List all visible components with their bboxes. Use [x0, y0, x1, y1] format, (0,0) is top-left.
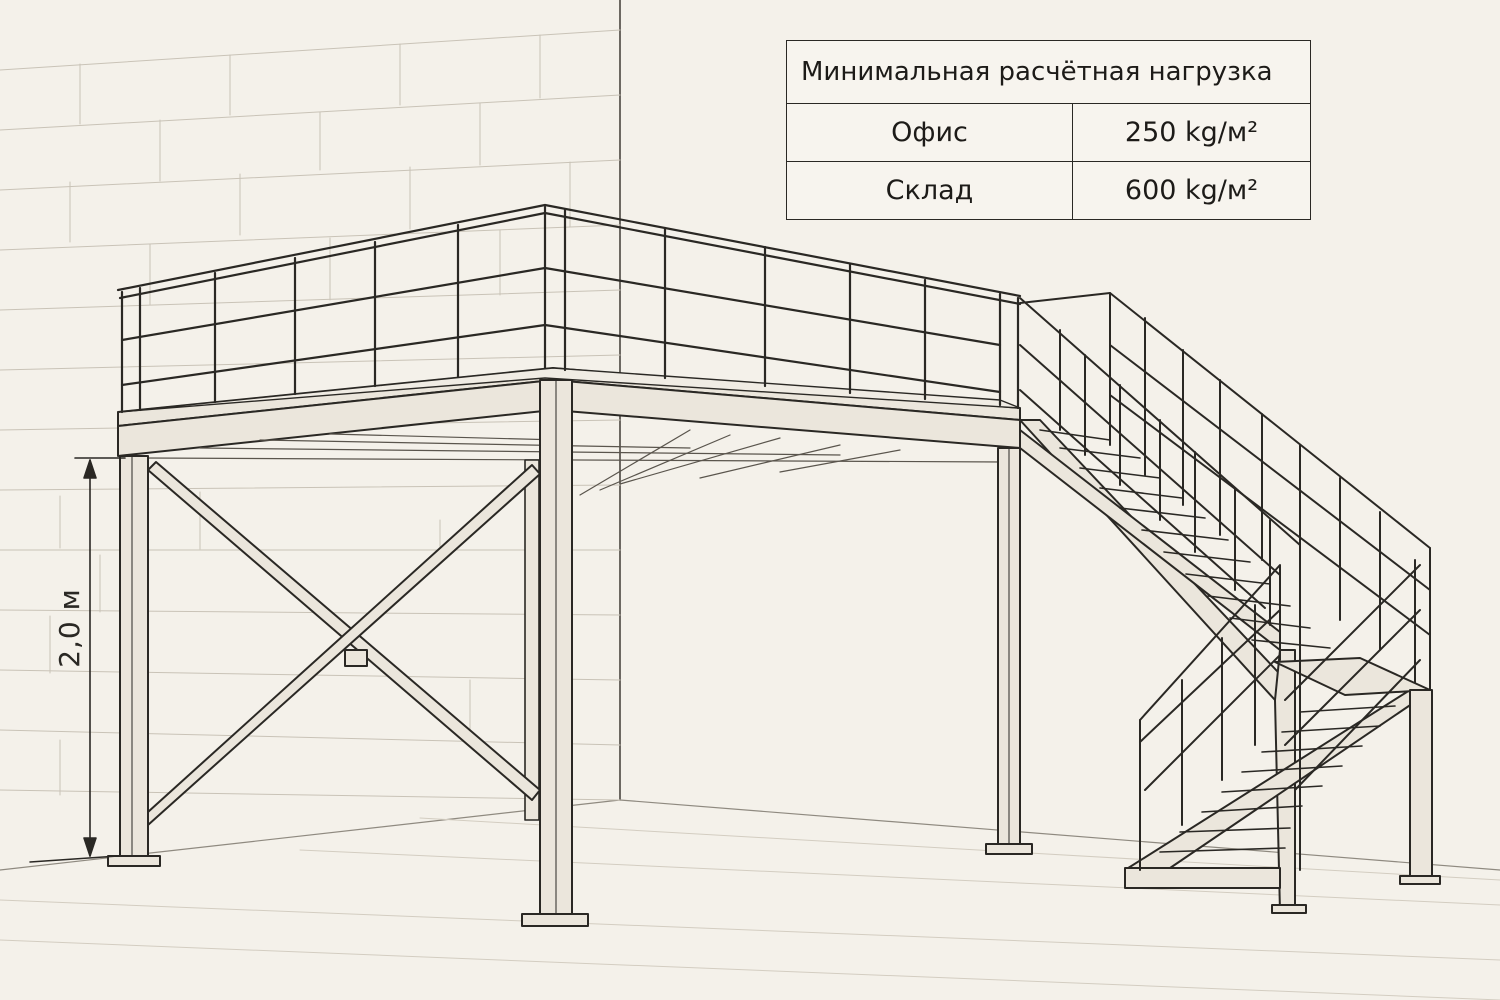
height-label: 2,0 м [53, 588, 86, 668]
column-right [985, 447, 1033, 855]
floor-boards [0, 817, 1500, 1000]
load-table-row-office: Офис 250 kg/м² [786, 103, 1311, 162]
guardrail [116, 203, 1022, 414]
column-back [524, 459, 540, 821]
staircase [1019, 419, 1431, 913]
stair-handrail [1019, 297, 1421, 871]
load-table: Минимальная расчётная нагрузка Офис 250 … [786, 40, 1311, 220]
load-table-row-warehouse: Склад 600 kg/м² [786, 161, 1311, 220]
load-value-office: 250 kg/м² [1072, 103, 1311, 162]
load-table-title: Минимальная расчётная нагрузка [786, 40, 1311, 104]
column-left [107, 455, 161, 867]
load-value-warehouse: 600 kg/м² [1072, 161, 1311, 220]
cross-bracing [147, 461, 541, 826]
landing-rail [1019, 292, 1431, 861]
height-dimension [29, 457, 126, 863]
use-label-office: Офис [786, 103, 1073, 162]
underside-joists [144, 429, 1006, 496]
landing-support-post [1271, 689, 1441, 914]
load-table-header-row: Минимальная расчётная нагрузка [786, 40, 1311, 104]
use-label-warehouse: Склад [786, 161, 1073, 220]
platform [117, 367, 1021, 457]
column-front [521, 379, 589, 927]
